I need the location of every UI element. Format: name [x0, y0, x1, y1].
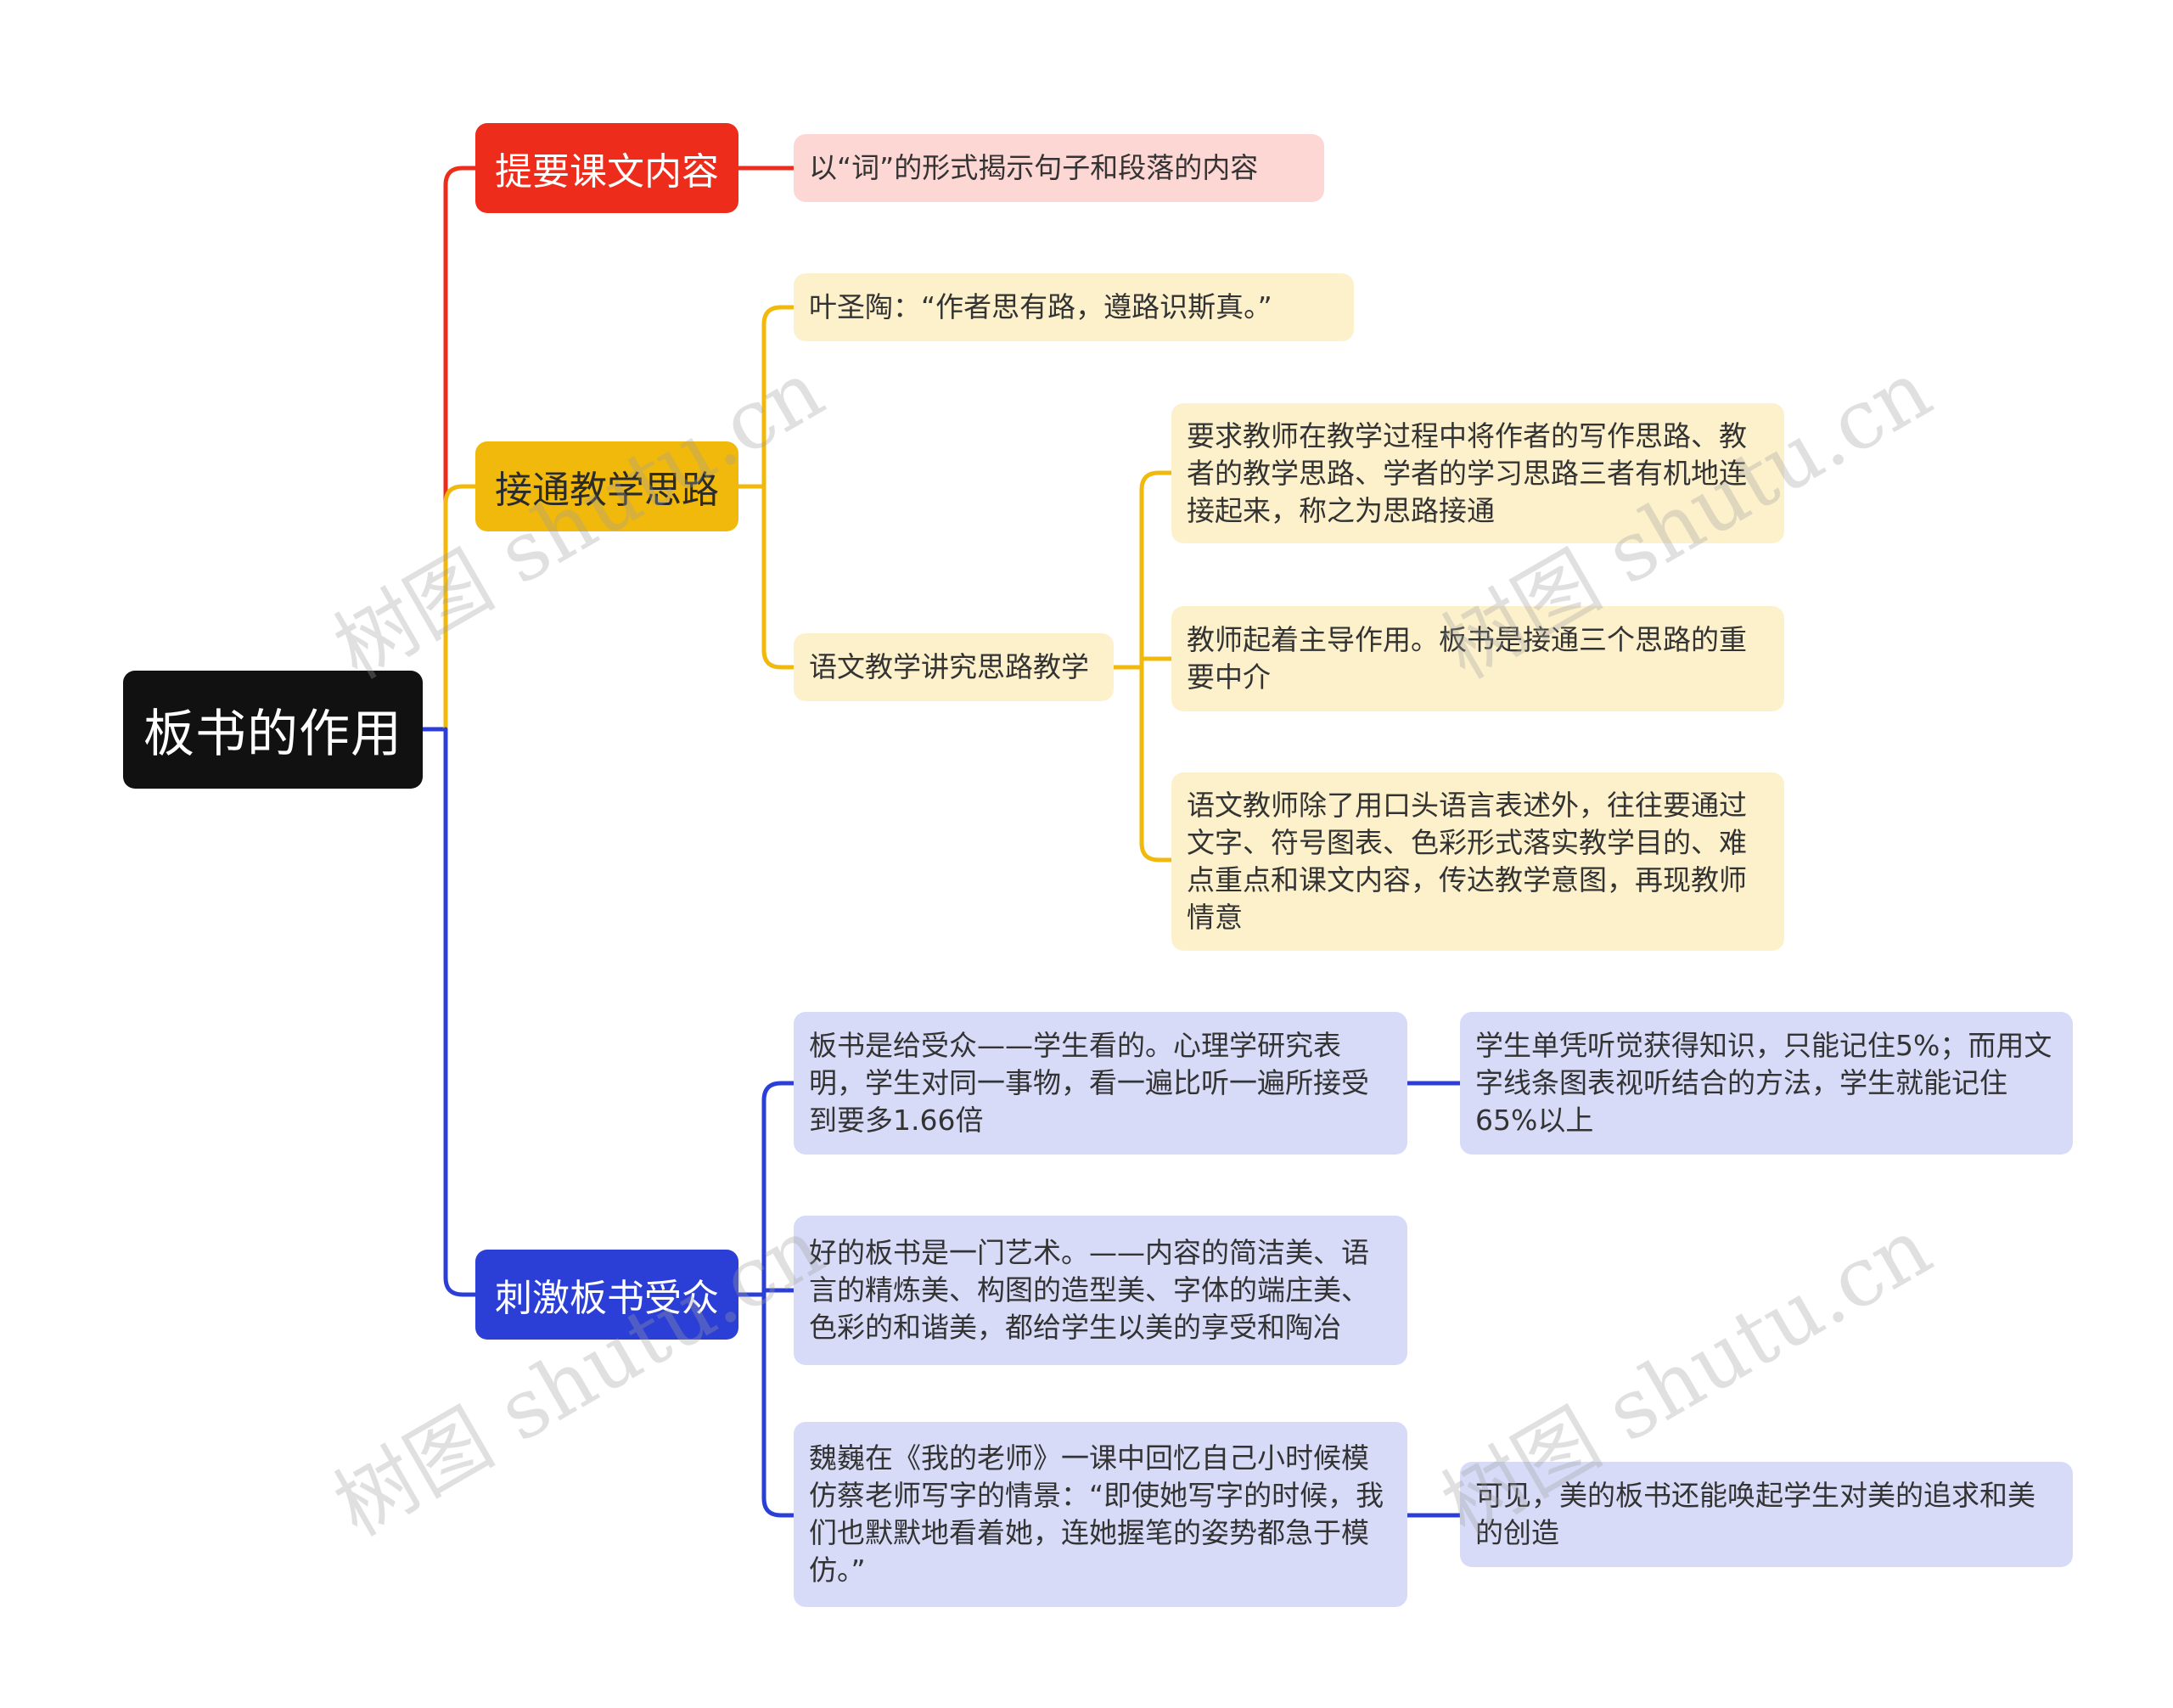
- leaf-audience-weiwei[interactable]: 魏巍在《我的老师》一课中回忆自己小时候模仿蔡老师写字的情景：“即使她写字的时候，…: [794, 1422, 1407, 1607]
- leaf-path-expression[interactable]: 语文教师除了用口头语言表述外，往往要通过文字、符号图表、色彩形式落实教学目的、难…: [1171, 773, 1784, 951]
- link-sub-1: [1139, 470, 1174, 670]
- branch-summary-label: 提要课文内容: [495, 150, 719, 194]
- branch-audience[interactable]: 刺激板书受众: [475, 1250, 738, 1340]
- leaf-path-guide[interactable]: 教师起着主导作用。板书是接通三个思路的重要中介: [1171, 606, 1784, 711]
- branch-teaching-path[interactable]: 接通教学思路: [475, 441, 738, 531]
- leaf-audience-art[interactable]: 好的板书是一门艺术。——内容的简洁美、语言的精炼美、构图的造型美、字体的端庄美、…: [794, 1216, 1407, 1365]
- leaf-path-connect-text: 要求教师在教学过程中将作者的写作思路、教者的教学思路、学者的学习思路三者有机地连…: [1187, 419, 1747, 527]
- leaf-path-expression-text: 语文教师除了用口头语言表述外，往往要通过文字、符号图表、色彩形式落实教学目的、难…: [1187, 789, 1747, 934]
- leaf-audience-memory[interactable]: 学生单凭听觉获得知识，只能记住5%；而用文字线条图表视听结合的方法，学生就能记住…: [1460, 1012, 2073, 1155]
- leaf-path-guide-text: 教师起着主导作用。板书是接通三个思路的重要中介: [1187, 623, 1747, 694]
- leaf-path-connect[interactable]: 要求教师在教学过程中将作者的写作思路、教者的教学思路、学者的学习思路三者有机地连…: [1171, 403, 1784, 543]
- root-topic[interactable]: 板书的作用: [123, 671, 423, 789]
- root-label: 板书的作用: [143, 705, 402, 764]
- leaf-summary-text: 以“词”的形式揭示句子和段落的内容: [809, 151, 1259, 184]
- leaf-path-teaching[interactable]: 语文教学讲究思路教学: [794, 633, 1114, 701]
- leaf-audience-psychology-text: 板书是给受众——学生看的。心理学研究表明，学生对同一事物，看一遍比听一遍所接受到…: [809, 1029, 1369, 1137]
- leaf-audience-weiwei-text: 魏巍在《我的老师》一课中回忆自己小时候模仿蔡老师写字的情景：“即使她写字的时候，…: [809, 1441, 1384, 1587]
- link-yellow-quote: [761, 305, 796, 489]
- branch-summary[interactable]: 提要课文内容: [475, 123, 738, 213]
- leaf-summary[interactable]: 以“词”的形式揭示句子和段落的内容: [794, 134, 1324, 202]
- leaf-ye-quote[interactable]: 叶圣陶：“作者思有路，遵路识斯真。”: [794, 273, 1354, 341]
- link-sub-2: [1139, 656, 1174, 670]
- leaf-ye-quote-text: 叶圣陶：“作者思有路，遵路识斯真。”: [809, 290, 1272, 323]
- link-sub-3: [1139, 665, 1174, 862]
- link-root-blue: [443, 727, 478, 1297]
- leaf-path-teaching-text: 语文教学讲究思路教学: [809, 650, 1089, 683]
- leaf-audience-beauty[interactable]: 可见，美的板书还能唤起学生对美的追求和美的创造: [1460, 1462, 2073, 1567]
- link-blue-3: [761, 1292, 796, 1518]
- link-root-red: [443, 166, 478, 732]
- link-yellow-sub: [761, 484, 796, 670]
- leaf-audience-psychology[interactable]: 板书是给受众——学生看的。心理学研究表明，学生对同一事物，看一遍比听一遍所接受到…: [794, 1012, 1407, 1155]
- branch-audience-label: 刺激板书受众: [495, 1277, 719, 1320]
- leaf-audience-art-text: 好的板书是一门艺术。——内容的简洁美、语言的精炼美、构图的造型美、字体的端庄美、…: [809, 1236, 1369, 1344]
- link-root-yellow: [443, 484, 478, 732]
- link-blue-1: [761, 1081, 796, 1297]
- leaf-audience-memory-text: 学生单凭听觉获得知识，只能记住5%；而用文字线条图表视听结合的方法，学生就能记住…: [1475, 1029, 2052, 1137]
- leaf-audience-beauty-text: 可见，美的板书还能唤起学生对美的追求和美的创造: [1475, 1479, 2035, 1549]
- branch-teaching-path-label: 接通教学思路: [495, 469, 719, 512]
- link-blue-2: [761, 1288, 796, 1297]
